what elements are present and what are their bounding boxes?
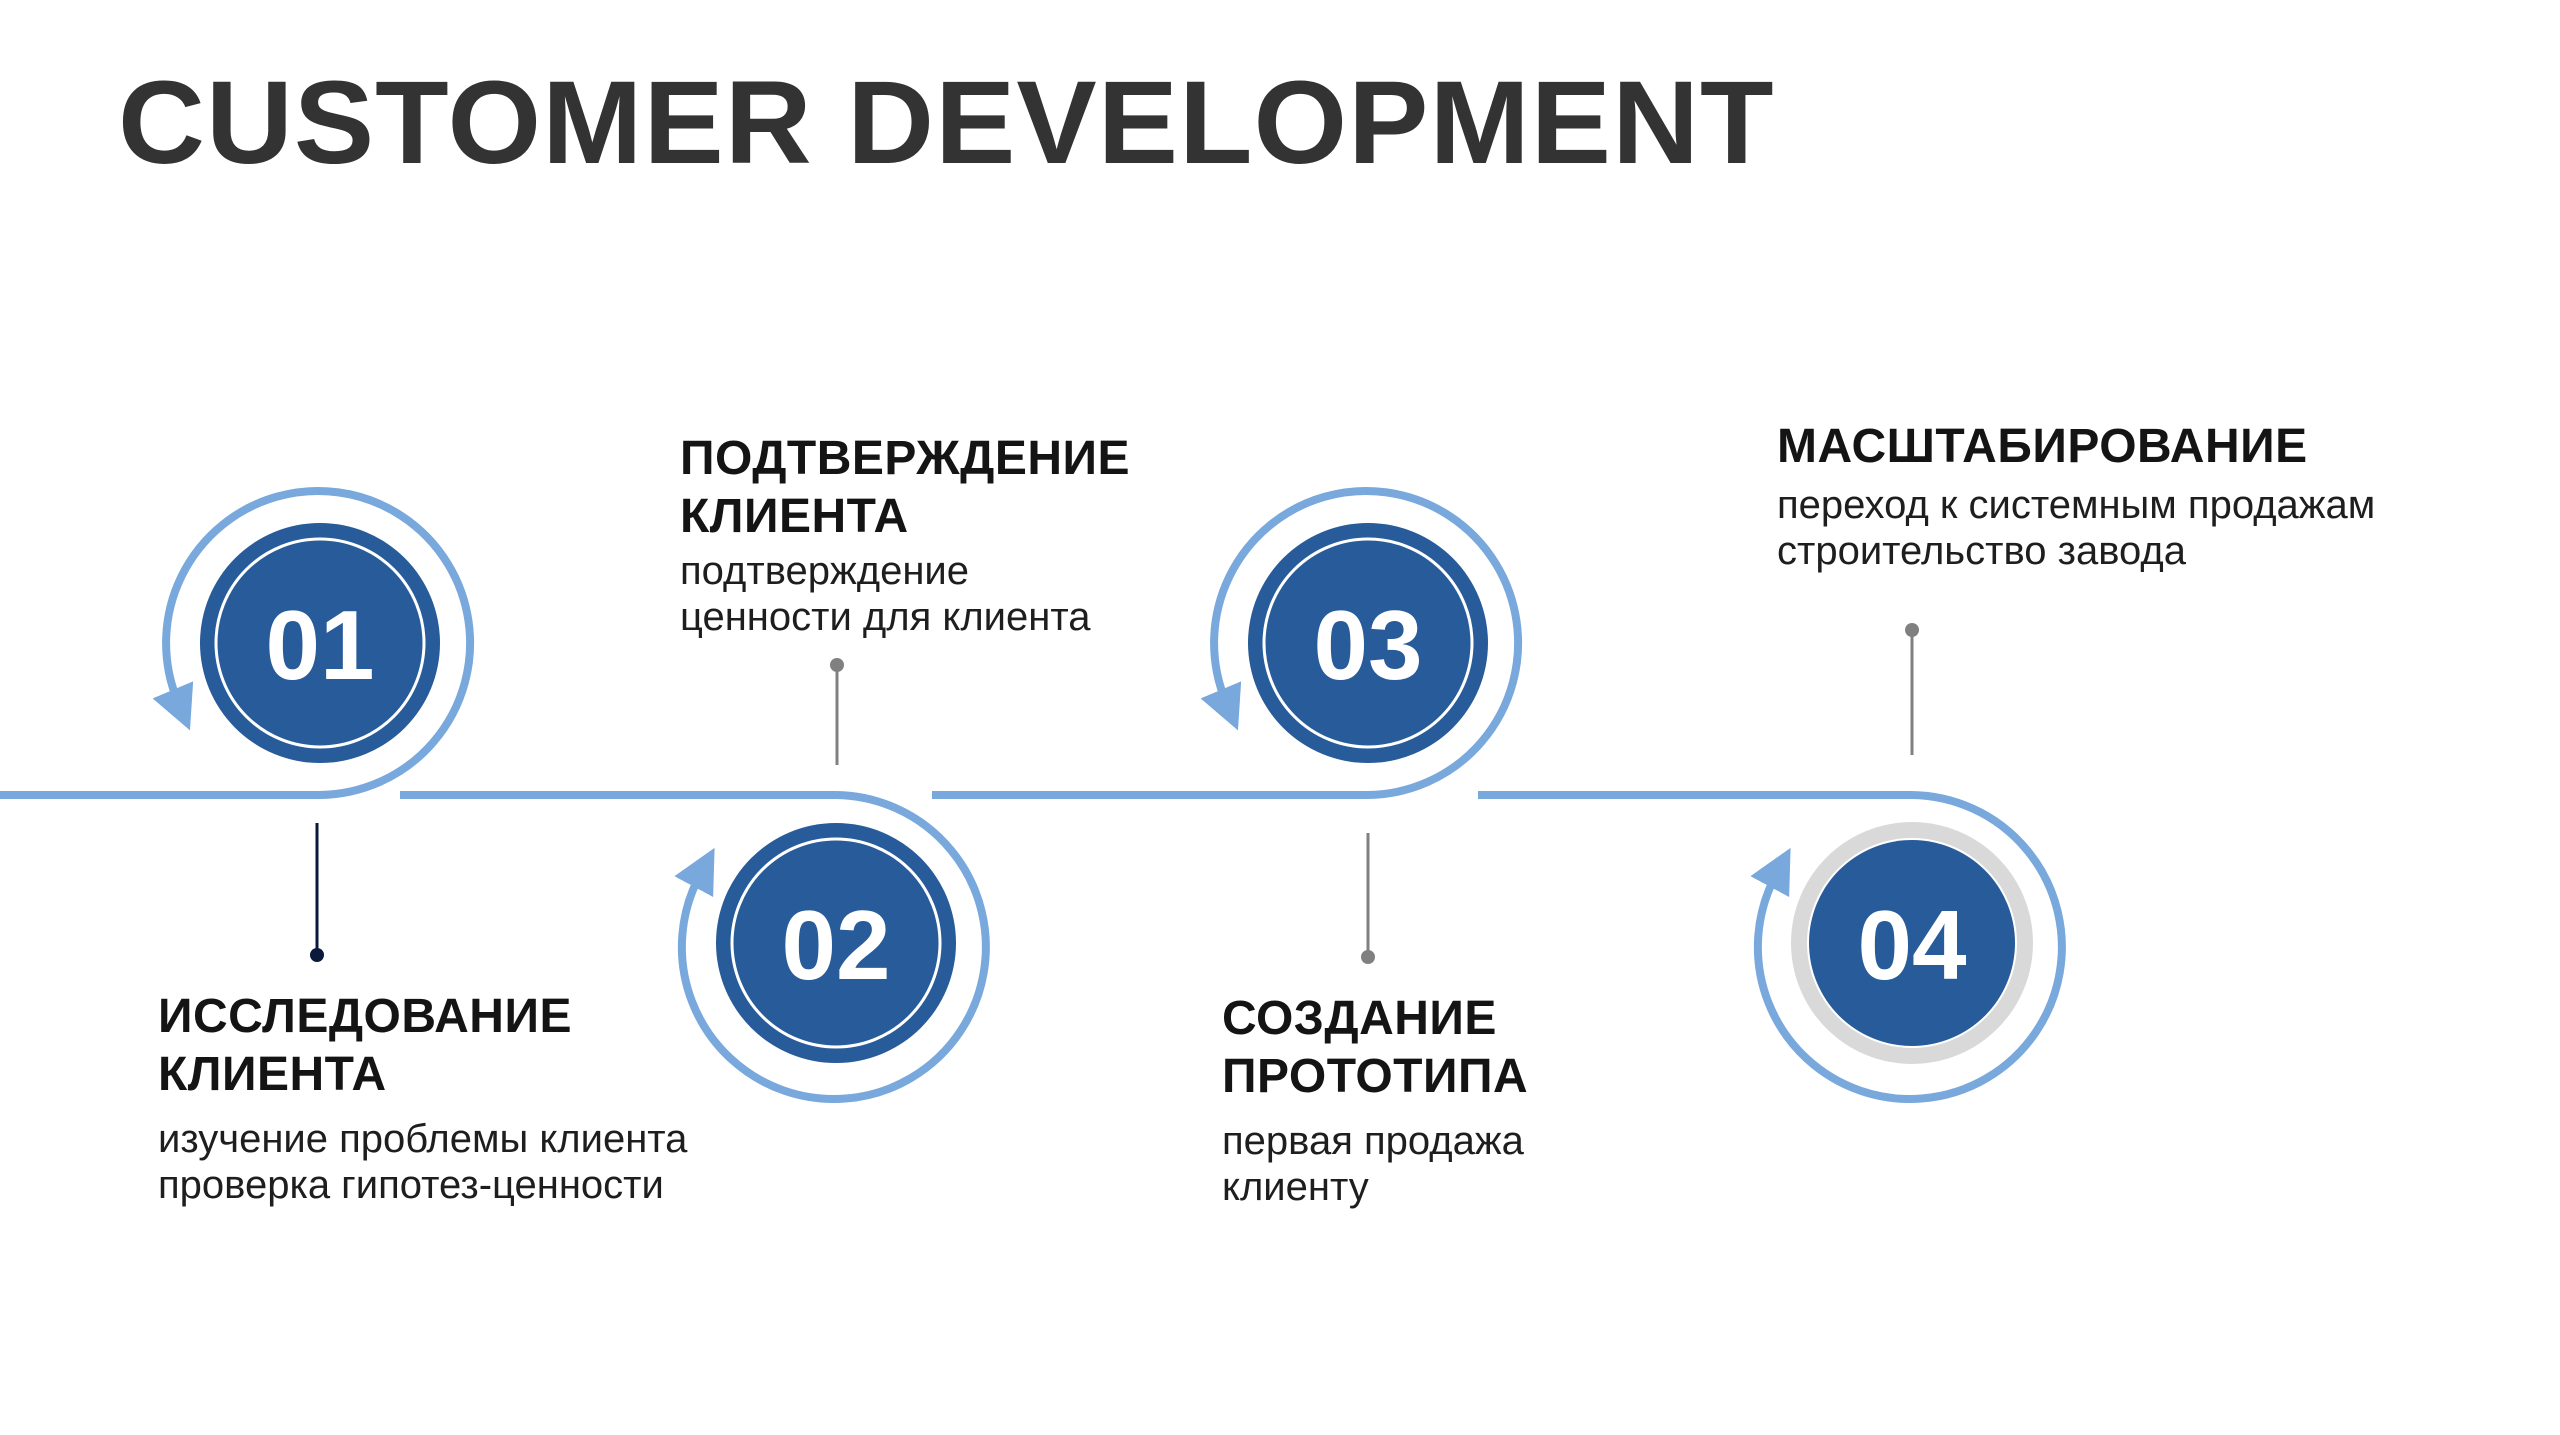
step-number: 03 <box>1313 590 1422 700</box>
connector-04 <box>1905 623 1919 755</box>
connector-03 <box>1361 833 1375 964</box>
step-03-text: СОЗДАНИЕ ПРОТОТИПА первая продажа клиент… <box>1222 990 1528 1210</box>
step-number: 01 <box>265 590 374 700</box>
step-description: первая продажа клиенту <box>1222 1119 1524 1209</box>
step-02-node: 02 <box>674 791 990 1103</box>
step-01-text: ИССЛЕДОВАНИЕ КЛИЕНТА изучение проблемы к… <box>158 988 687 1208</box>
step-title: МАСШТАБИРОВАНИЕ <box>1777 420 2308 473</box>
step-title: СОЗДАНИЕ ПРОТОТИПА <box>1222 992 1529 1103</box>
step-number: 02 <box>781 890 890 1000</box>
connector-01 <box>310 823 324 962</box>
cycle-arrow-icon <box>1750 791 2066 1103</box>
cycle-arrow-icon <box>1200 487 1523 799</box>
step-03-node: 03 <box>1200 487 1523 799</box>
cycle-arrow-icon <box>152 487 475 799</box>
page-title: CUSTOMER DEVELOPMENT <box>118 57 1775 189</box>
step-title: ИССЛЕДОВАНИЕ КЛИЕНТА <box>158 990 572 1101</box>
cycle-arrow-icon <box>674 791 990 1103</box>
step-01-node: 01 <box>152 487 475 799</box>
step-description: подтверждение ценности для клиента <box>680 549 1091 639</box>
step-description: изучение проблемы клиента проверка гипот… <box>158 1117 688 1207</box>
step-04-text: МАСШТАБИРОВАНИЕ переход к системным прод… <box>1777 418 2375 574</box>
step-title: ПОДТВЕРЖДЕНИЕ КЛИЕНТА <box>680 432 1131 543</box>
step-number: 04 <box>1857 890 1966 1000</box>
step-description: переход к системным продажам строительст… <box>1777 483 2376 573</box>
step-04-node: 04 <box>1750 791 2066 1103</box>
connector-02 <box>830 658 844 765</box>
step-02-text: ПОДТВЕРЖДЕНИЕ КЛИЕНТА подтверждение ценн… <box>680 430 1130 640</box>
